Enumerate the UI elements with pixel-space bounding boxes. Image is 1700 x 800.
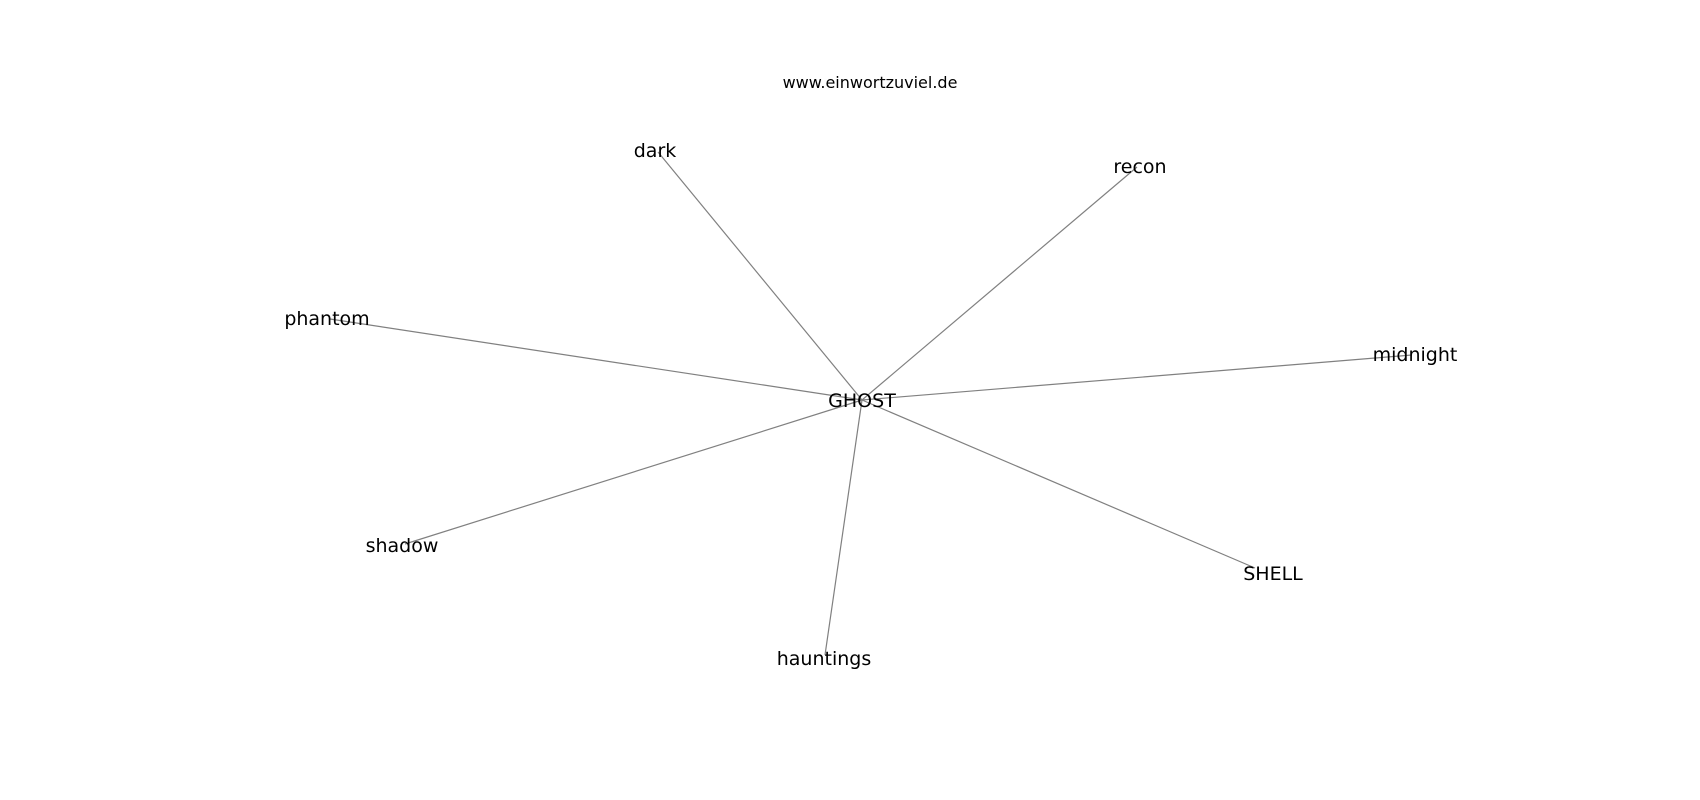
- edge-ghost-hauntings: [824, 399, 863, 656]
- node-label-recon: recon: [1113, 156, 1166, 178]
- edge-ghost-dark: [657, 151, 863, 401]
- edge-layer: [329, 151, 1413, 656]
- center-node-label: GHOST: [828, 390, 896, 412]
- edge-ghost-midnight: [861, 354, 1413, 401]
- node-label-phantom: phantom: [284, 308, 369, 330]
- node-label-midnight: midnight: [1373, 344, 1458, 366]
- edge-ghost-recon: [861, 166, 1138, 401]
- edge-ghost-phantom: [329, 318, 863, 401]
- edge-ghost-shadow: [404, 399, 863, 545]
- node-label-hauntings: hauntings: [777, 648, 872, 670]
- node-label-dark: dark: [634, 140, 677, 162]
- edge-ghost-shell: [861, 399, 1256, 569]
- node-label-shadow: shadow: [366, 535, 439, 557]
- node-label-shell: SHELL: [1243, 563, 1303, 585]
- site-title: www.einwortzuviel.de: [783, 73, 958, 92]
